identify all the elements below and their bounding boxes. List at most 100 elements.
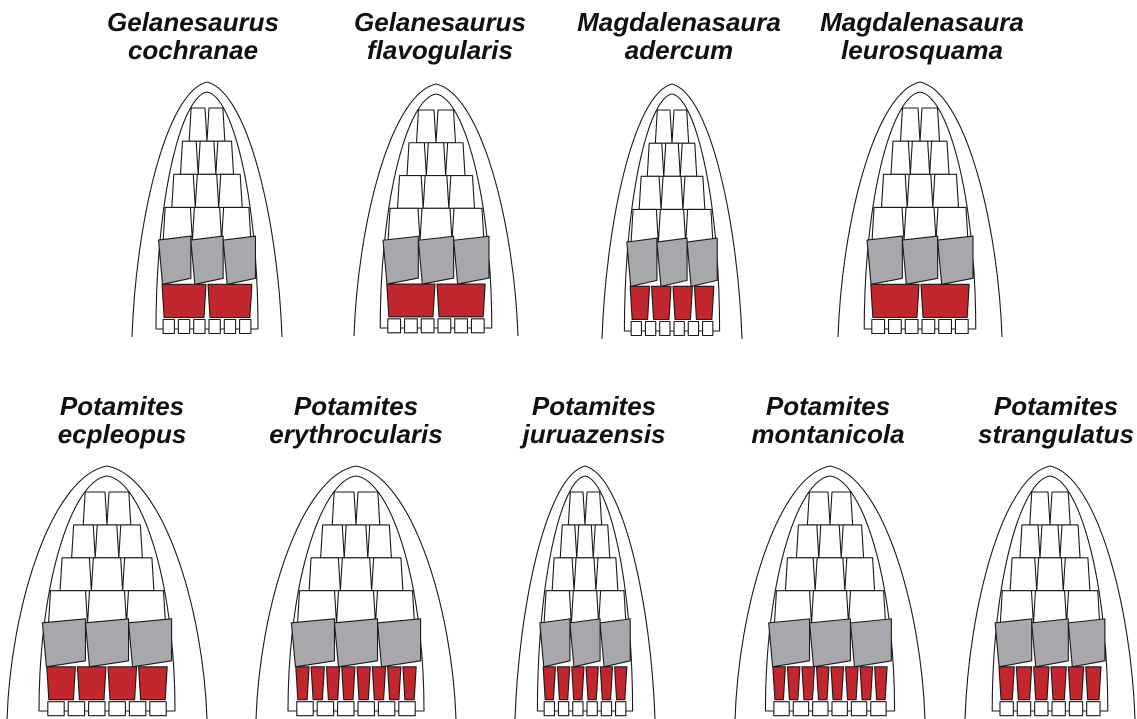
head-scale bbox=[207, 108, 225, 141]
parietal-scale bbox=[291, 619, 334, 667]
occipital-scale bbox=[77, 667, 106, 700]
parietal-scale bbox=[938, 236, 973, 284]
occipital-scale bbox=[1034, 667, 1049, 700]
nuchal-scale bbox=[405, 319, 418, 333]
occipital-scale bbox=[388, 667, 401, 700]
head-diagram bbox=[132, 82, 282, 337]
parietal-scale bbox=[418, 236, 453, 284]
head-scale bbox=[845, 558, 875, 591]
occipital-scale bbox=[108, 667, 137, 700]
occipital-scale bbox=[630, 286, 649, 319]
parietal-scale bbox=[867, 236, 902, 284]
head-scale bbox=[1063, 558, 1090, 591]
head-scale bbox=[891, 141, 910, 174]
nuchal-scale bbox=[109, 702, 125, 716]
head-scale bbox=[1020, 525, 1040, 558]
head-scale bbox=[1010, 558, 1037, 591]
parietal-scale bbox=[687, 238, 717, 286]
nuchal-scale bbox=[224, 320, 235, 334]
head-scale bbox=[920, 108, 940, 141]
head-scale bbox=[568, 492, 585, 525]
head-scale bbox=[574, 558, 596, 591]
occipital-scale bbox=[921, 284, 969, 317]
nuchal-scale bbox=[1000, 702, 1013, 716]
head-scale bbox=[811, 591, 848, 624]
head-scale bbox=[119, 525, 143, 558]
head-scale bbox=[321, 525, 345, 558]
head-diagram bbox=[7, 466, 207, 719]
head-scale bbox=[407, 143, 426, 176]
occipital-scale bbox=[787, 667, 800, 700]
parietal-scale bbox=[657, 238, 687, 286]
occipital-scale bbox=[208, 284, 252, 317]
head-scale bbox=[872, 207, 904, 240]
nuchal-scale bbox=[871, 702, 886, 716]
head-scale bbox=[91, 558, 122, 591]
nuchal-scale bbox=[939, 320, 952, 334]
head-diagram bbox=[602, 84, 742, 339]
nuchal-scale bbox=[1035, 702, 1048, 716]
head-scale bbox=[577, 525, 594, 558]
nuchal-scale bbox=[573, 702, 583, 716]
nuchal-scale bbox=[851, 702, 866, 716]
occipital-scale bbox=[387, 284, 435, 317]
parietal-scale bbox=[570, 619, 600, 667]
nuchal-scale bbox=[832, 702, 847, 716]
occipital-scale bbox=[694, 286, 713, 319]
nuchal-scale bbox=[68, 702, 84, 716]
parietal-scale bbox=[600, 619, 630, 667]
head-scale bbox=[192, 207, 221, 240]
head-scale bbox=[72, 525, 96, 558]
nuchal-scale bbox=[688, 322, 698, 336]
head-scale bbox=[1040, 525, 1060, 558]
head-scale bbox=[375, 591, 414, 624]
head-scale bbox=[309, 558, 340, 591]
occipital-scale bbox=[773, 667, 786, 700]
occipital-scale bbox=[816, 667, 829, 700]
head-scale bbox=[426, 143, 445, 176]
head-scale bbox=[1060, 525, 1080, 558]
nuchal-scale bbox=[793, 702, 808, 716]
occipital-scale bbox=[557, 667, 569, 700]
head-scale bbox=[849, 591, 886, 624]
head-scale bbox=[1050, 492, 1070, 525]
head-scale bbox=[49, 591, 88, 624]
head-scale bbox=[123, 558, 154, 591]
head-scale bbox=[88, 591, 127, 624]
occipital-scale bbox=[296, 667, 309, 700]
head-scale bbox=[544, 591, 571, 624]
head-scale bbox=[172, 174, 195, 207]
occipital-scale bbox=[357, 667, 370, 700]
head-scale bbox=[882, 174, 908, 207]
head-diagram bbox=[838, 82, 1002, 337]
head-scale bbox=[1030, 492, 1050, 525]
nuchal-scale bbox=[544, 702, 554, 716]
head-scale bbox=[107, 492, 131, 525]
occipital-scale bbox=[831, 667, 844, 700]
head-scale bbox=[198, 141, 216, 174]
occipital-scale bbox=[311, 667, 324, 700]
parietal-scale bbox=[159, 236, 191, 284]
head-scale bbox=[337, 591, 376, 624]
nuchal-scale bbox=[813, 702, 828, 716]
nuchal-scale bbox=[129, 702, 145, 716]
nuchal-scale bbox=[558, 702, 568, 716]
parietal-scale bbox=[902, 236, 937, 284]
head-scale bbox=[449, 176, 475, 209]
head-scale bbox=[452, 208, 484, 241]
head-scale bbox=[815, 558, 845, 591]
nuchal-scale bbox=[358, 702, 374, 716]
occipital-scale bbox=[403, 667, 416, 700]
head-scale bbox=[423, 176, 449, 209]
parietal-scale bbox=[995, 619, 1032, 667]
parietal-scale bbox=[42, 619, 85, 667]
head-scale bbox=[683, 176, 705, 209]
nuchal-scale bbox=[178, 320, 189, 334]
nuchal-scale bbox=[1069, 702, 1082, 716]
head-scale bbox=[1033, 591, 1066, 624]
head-scale bbox=[95, 525, 119, 558]
occipital-scale bbox=[372, 667, 385, 700]
nuchal-scale bbox=[240, 320, 251, 334]
head-scale bbox=[222, 207, 251, 240]
